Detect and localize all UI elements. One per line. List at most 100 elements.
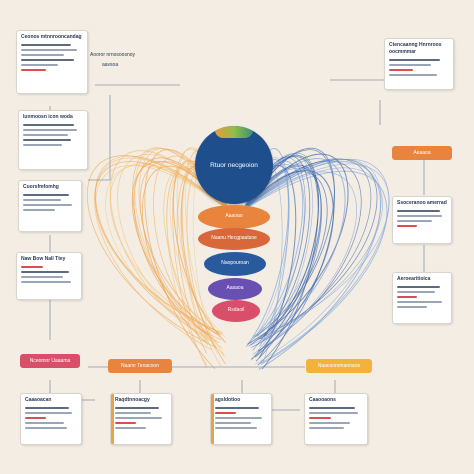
text-line: [309, 412, 358, 414]
text-line-highlight: [309, 417, 331, 419]
left-card-2-title: Iunmoosn icon woda: [23, 114, 73, 120]
top-center-label-1: Aooror nrnosoosnoy: [90, 52, 136, 58]
stack-layer-3-label: Naopouroan: [221, 260, 249, 266]
right-card-2-title: Ssoceranoo amerrad: [397, 200, 447, 206]
text-line: [397, 220, 432, 222]
text-line: [23, 209, 56, 211]
text-line: [21, 59, 74, 61]
left-card-2: Iunmoosn icon woda: [18, 110, 88, 170]
stack-layer-3: Naopouroan: [204, 252, 266, 276]
text-line: [21, 44, 71, 46]
text-line: [215, 407, 260, 409]
right-card-2: Ssoceranoo amerrad: [392, 196, 452, 244]
left-card-4: Naw Bow Nall Ttey: [16, 252, 82, 300]
text-line: [397, 306, 427, 308]
field-line: [243, 147, 335, 346]
text-line: [389, 74, 437, 76]
bottom-card-1-title: Caaaoacan: [25, 397, 52, 403]
text-line: [21, 281, 72, 283]
stack-layer-2: Naanu Hecgpaatsoe: [198, 228, 270, 250]
stack-layer-4-label: Aasaoa: [226, 285, 244, 291]
text-line: [397, 291, 435, 293]
text-line: [23, 134, 68, 136]
field-line: [95, 165, 229, 333]
text-line-highlight: [21, 69, 46, 71]
text-line: [115, 407, 160, 409]
text-line-highlight: [389, 69, 413, 71]
text-line: [397, 210, 440, 212]
text-line: [397, 301, 442, 303]
text-line: [25, 407, 70, 409]
left-card-3-title: Cuorsfmfomhg: [23, 184, 59, 190]
text-line: [23, 144, 62, 146]
central-head-label: Rtuor necgeoion: [210, 162, 258, 169]
bottom-pill-1: Nceomnr Uaaama: [20, 354, 80, 368]
field-line: [243, 171, 357, 355]
bottom-card-3: agsldotioo: [210, 393, 272, 445]
connector-lines: [49, 79, 425, 411]
text-line: [21, 271, 69, 273]
text-line: [23, 199, 61, 201]
text-line: [215, 427, 257, 429]
stack-layer-1-label: Aaaoao: [225, 213, 243, 219]
stack-layer-1: Aaaoao: [198, 205, 270, 229]
text-line: [23, 124, 74, 126]
left-card-1-title: Ceonos mtnnrooncandag: [21, 34, 82, 40]
text-line: [215, 417, 262, 419]
text-line: [215, 422, 252, 424]
bottom-pill-2: Naamr Tenacoon: [108, 359, 172, 373]
bottom-card-4-title: Caaooaons: [309, 397, 336, 403]
text-line: [21, 64, 59, 66]
text-line: [389, 64, 431, 66]
field-line: [109, 150, 229, 342]
field-line: [243, 161, 382, 371]
text-line: [115, 417, 162, 419]
right-card-1-title: Ctencaanng Hnrnroos oocmmmar: [389, 42, 442, 55]
right-card-3-title: Aeroearitioica: [397, 276, 431, 282]
text-line: [25, 422, 64, 424]
text-line-highlight: [25, 417, 46, 419]
bottom-card-2-title: Raqdtnnoacgy: [115, 397, 150, 403]
field-line: [243, 170, 388, 365]
right-pill: Aeaaoa: [392, 146, 452, 160]
accent-bar: [211, 394, 214, 444]
text-line: [25, 427, 67, 429]
text-line: [21, 276, 63, 278]
text-line-highlight: [397, 225, 417, 227]
stack-layer-5-label: Rsdaoil: [227, 307, 245, 313]
text-line: [21, 49, 77, 51]
bottom-card-1: Caaaoacan: [20, 393, 82, 445]
central-head: Rtuor necgeoion: [195, 126, 273, 204]
text-line: [25, 412, 72, 414]
text-line: [23, 204, 72, 206]
bottom-card-2: Raqdtnnoacgy: [110, 393, 172, 445]
stack-layer-5: Rsdaoil: [212, 300, 260, 322]
text-line: [397, 286, 440, 288]
bottom-pill-3: Naaesoromanoaoe: [306, 359, 372, 373]
field-line: [243, 168, 322, 338]
text-line: [397, 215, 442, 217]
left-card-3: Cuorsfmfomhg: [18, 180, 82, 232]
text-line: [309, 427, 345, 429]
left-card-1: Ceonos mtnnrooncandag: [16, 30, 88, 94]
text-line: [309, 407, 355, 409]
text-line-highlight: [115, 422, 136, 424]
text-line-highlight: [21, 266, 44, 268]
text-line: [389, 59, 440, 61]
right-card-3: Aeroearitioica: [392, 272, 452, 324]
text-line: [21, 54, 65, 56]
stack-layer-4: Aasaoa: [208, 278, 262, 300]
text-line-highlight: [215, 412, 236, 414]
field-line: [243, 153, 349, 345]
text-line: [23, 194, 69, 196]
accent-bar: [111, 394, 114, 444]
left-card-4-title: Naw Bow Nall Ttey: [21, 256, 66, 262]
field-line: [243, 156, 319, 370]
right-card-1: Ctencaanng Hnrnroos oocmmmar: [384, 38, 454, 90]
bottom-card-4: Caaooaons: [304, 393, 368, 445]
top-center-label-2: aavsoa: [102, 62, 119, 68]
head-cap-green: [215, 126, 253, 138]
text-line-highlight: [397, 296, 417, 298]
text-line: [115, 412, 152, 414]
text-line: [309, 422, 350, 424]
